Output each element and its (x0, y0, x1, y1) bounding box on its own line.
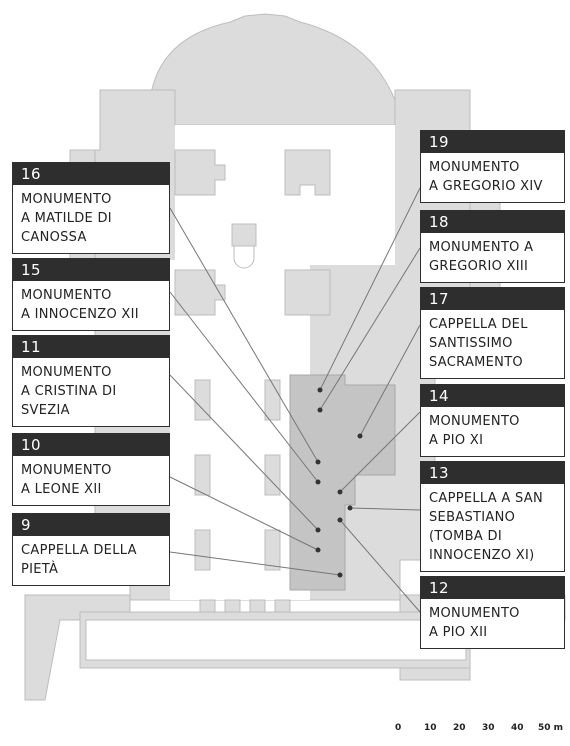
label-text: MONUMENTO A GREGORIO XIV (429, 160, 543, 194)
leader-9 (169, 551, 341, 576)
label-text: MONUMENTO A PIO XI (429, 414, 520, 448)
label-card-18: 18 MONUMENTO A GREGORIO XIII (420, 210, 565, 283)
scale-tick-0: 0 (395, 723, 402, 733)
pier-4 (264, 379, 281, 421)
location-markers (315, 387, 363, 578)
label-card-14: 14 MONUMENTO A PIO XI (420, 384, 565, 457)
leader-10 (169, 476, 319, 551)
scale-tick-30: 30 (482, 723, 495, 733)
label-text: MONUMENTO A GREGORIO XIII (429, 240, 534, 274)
label-text: MONUMENTO A CRISTINA DI SVEZIA (21, 365, 117, 418)
leader-16 (169, 207, 319, 463)
label-number: 19 (421, 131, 564, 153)
pier-5 (264, 454, 281, 496)
label-text: MONUMENTO A MATILDE DI CANOSSA (21, 192, 112, 245)
marker-17 (357, 433, 363, 439)
marker-18 (317, 407, 323, 413)
pier-ne (284, 149, 331, 196)
label-number: 16 (13, 163, 169, 185)
pier-nw (174, 149, 226, 196)
altar-apse (233, 245, 255, 269)
apse (149, 13, 396, 126)
label-card-10: 10 MONUMENTO A LEONE XII (12, 433, 170, 506)
leader-lines (169, 187, 421, 613)
marker-12 (337, 517, 343, 523)
pier-2 (194, 454, 211, 496)
marker-14 (337, 489, 343, 495)
label-card-9: 9 CAPPELLA DELLA PIETÀ (12, 513, 170, 586)
pier-6 (264, 529, 281, 571)
label-number: 17 (421, 288, 564, 310)
altar-block (231, 223, 257, 247)
leader-11 (169, 374, 319, 531)
label-number: 15 (13, 259, 169, 281)
marker-16 (315, 459, 321, 465)
scale-tick-10: 10 (424, 723, 437, 733)
label-card-17: 17 CAPPELLA DEL SANTISSIMO SACRAMENTO (420, 287, 565, 379)
leader-18 (319, 247, 421, 411)
label-card-12: 12 MONUMENTO A PIO XII (420, 576, 565, 649)
leader-14 (339, 411, 421, 493)
pier-1 (194, 379, 211, 421)
leader-19 (319, 187, 421, 391)
label-number: 14 (421, 385, 564, 407)
bay-3 (249, 599, 266, 613)
marker-19 (317, 387, 323, 393)
label-text: MONUMENTO A INNOCENZO XII (21, 288, 139, 322)
leader-15 (169, 291, 319, 483)
pier-3 (194, 529, 211, 571)
label-text: MONUMENTO A PIO XII (429, 606, 520, 640)
label-card-11: 11 MONUMENTO A CRISTINA DI SVEZIA (12, 335, 170, 427)
bay-1 (199, 599, 216, 613)
marker-11 (315, 527, 321, 533)
label-card-16: 16 MONUMENTO A MATILDE DI CANOSSA (12, 162, 170, 254)
label-number: 9 (13, 514, 169, 536)
label-number: 18 (421, 211, 564, 233)
label-number: 10 (13, 434, 169, 456)
pier-se (284, 269, 331, 316)
bay-4 (274, 599, 291, 613)
facade-left-wing (24, 594, 131, 701)
label-text: CAPPELLA A SAN SEBASTIANO (TOMBA DI INNO… (429, 491, 544, 563)
portico-inner (85, 619, 467, 661)
marker-9 (337, 572, 343, 578)
nave-void (170, 260, 310, 600)
label-card-15: 15 MONUMENTO A INNOCENZO XII (12, 258, 170, 331)
marker-15 (315, 479, 321, 485)
marker-10 (315, 547, 321, 553)
marker-13 (347, 505, 353, 511)
label-card-13: 13 CAPPELLA A SAN SEBASTIANO (TOMBA DI I… (420, 461, 565, 572)
leader-13 (349, 507, 421, 511)
label-text: CAPPELLA DELLA PIETÀ (21, 543, 137, 577)
scale-tick-40: 40 (511, 723, 524, 733)
leader-12 (339, 519, 421, 613)
label-number: 11 (13, 336, 169, 358)
scale-tick-50m: 50 m (538, 723, 564, 733)
label-card-19: 19 MONUMENTO A GREGORIO XIV (420, 130, 565, 203)
label-number: 12 (421, 577, 564, 599)
scale-tick-20: 20 (453, 723, 466, 733)
highlighted-aisle (289, 374, 396, 591)
label-text: CAPPELLA DEL SANTISSIMO SACRAMENTO (429, 317, 528, 370)
leader-17 (359, 324, 421, 437)
label-number: 13 (421, 462, 564, 484)
label-text: MONUMENTO A LEONE XII (21, 463, 112, 497)
bay-2 (224, 599, 241, 613)
interior-details (85, 125, 467, 661)
